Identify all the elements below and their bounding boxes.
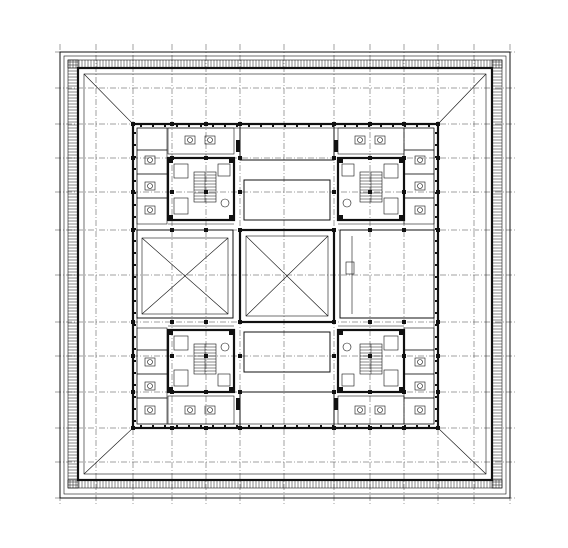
central-atrium	[238, 228, 336, 324]
fixtures	[144, 135, 426, 415]
core-northwest	[166, 156, 236, 222]
west-atrium	[136, 229, 234, 319]
core-northeast	[336, 156, 406, 222]
corner-diagonals	[83, 73, 487, 475]
core-southwest	[166, 328, 236, 394]
columns	[131, 122, 440, 430]
east-open-zone	[339, 229, 435, 319]
inner-floor	[131, 122, 440, 430]
facade-louvers	[67, 59, 503, 489]
office-partitions	[136, 127, 435, 425]
core-southeast	[336, 328, 406, 394]
central-bays	[236, 123, 338, 429]
